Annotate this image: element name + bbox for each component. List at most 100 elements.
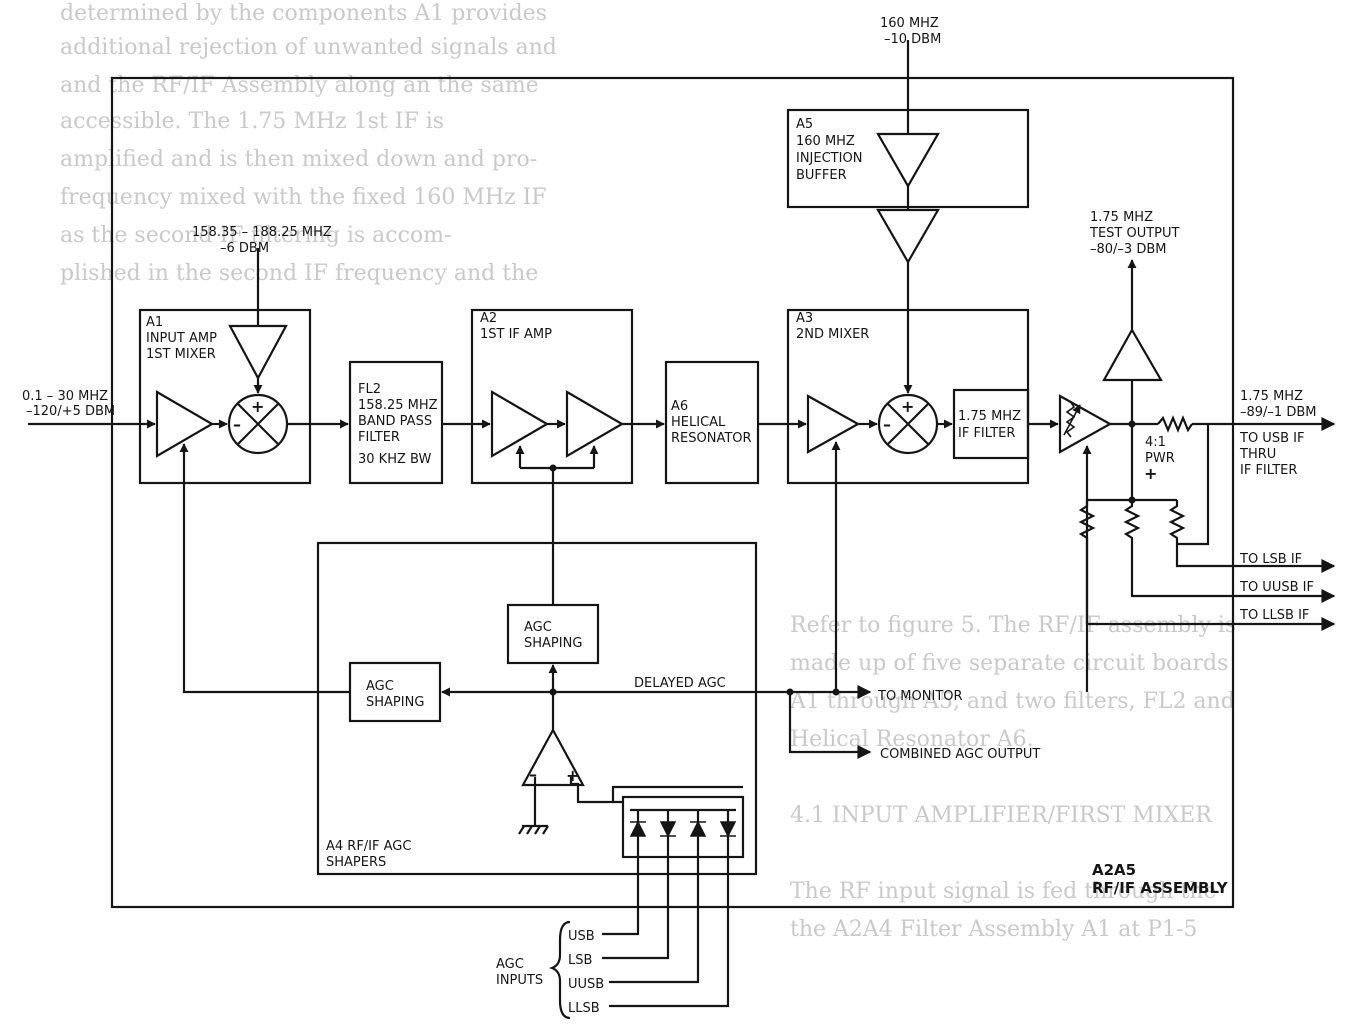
bleed-through-text: determined by the components A1 provides… [60, 1, 1236, 942]
mixer-plus-sign: + [251, 397, 264, 416]
agc-shaping-top-box [506, 603, 600, 665]
assembly-border [110, 76, 1235, 909]
delayed-agc-label: DELAYED AGC [634, 676, 726, 691]
splitter-usb-return [1177, 424, 1210, 546]
mixer-minus-sign: – [233, 415, 241, 434]
rf-input-level-label: –120/+5 DBM [26, 404, 115, 419]
uusb-output-line [1130, 544, 1336, 603]
bg-line: and the RF/IF Assembly along an the same [60, 73, 539, 98]
agc-shaping-left-box [348, 661, 442, 723]
ground-hatch [526, 825, 533, 835]
junction-dot [786, 688, 794, 696]
combined-agc-line [788, 692, 872, 759]
a6-id-label: A6 [671, 399, 688, 414]
a1-id-label: A1 [146, 315, 163, 330]
to-monitor-label: TO MONITOR [877, 689, 963, 704]
agc-inputs-label: INPUTS [496, 973, 543, 988]
fl2-label: 158.25 MHZ [358, 398, 438, 413]
splitter-resistor-2 [1123, 500, 1141, 544]
lo-input-level-label: –6 DBM [220, 241, 269, 256]
combined-agc-label: COMBINED AGC OUTPUT [880, 747, 1040, 762]
ground-hatch [534, 825, 541, 835]
diodes [629, 820, 737, 838]
splitter-resistor-1 [1078, 500, 1096, 544]
junction-dot [1128, 496, 1136, 504]
fl2-label: 30 KHZ BW [358, 452, 431, 467]
junction-dot [832, 688, 840, 696]
a4-title-label: SHAPERS [326, 855, 386, 870]
pwr-ratio-label: 4:1 [1145, 435, 1166, 450]
if-filter-title-label: IF FILTER [958, 426, 1015, 441]
a2-amp2-symbol [565, 390, 625, 458]
a5-title-label: 160 MHZ [796, 134, 855, 149]
agc-controlled-amp-symbol [1058, 394, 1113, 454]
agc-input-lsb-label: LSB [568, 953, 592, 968]
diode-symbol [719, 821, 737, 838]
bg-line: determined by the components A1 provides [60, 1, 547, 26]
bg-line: additional rejection of unwanted signals… [60, 35, 557, 60]
fl2-id-label: FL2 [358, 382, 381, 397]
agc-to-a1-line [179, 443, 350, 694]
to-usb-label: IF FILTER [1240, 463, 1297, 478]
a6-box [664, 360, 760, 485]
a1-input-amp-symbol [155, 390, 215, 458]
agc-input-usb-label: USB [568, 929, 595, 944]
to-usb-label: TO USB IF [1239, 431, 1304, 446]
a2-amp1-symbol [490, 390, 550, 458]
agc-input-llsb-label: LLSB [568, 1001, 600, 1016]
fl2-box [348, 360, 444, 485]
a3-title-label: 2ND MIXER [796, 327, 869, 342]
diode-pack-sum-line [611, 785, 743, 802]
bg-line: the A2A4 Filter Assembly A1 at P1-5 [790, 917, 1197, 942]
a5-title-label: BUFFER [796, 168, 847, 183]
a3-amp-symbol [806, 394, 861, 454]
bg-line: 4.1 INPUT AMPLIFIER/FIRST MIXER [790, 803, 1213, 828]
agc-input-llsb-line [609, 848, 730, 1008]
to-lsb-label: TO LSB IF [1239, 552, 1302, 567]
ground-hatch [518, 825, 525, 835]
bg-line: The RF input signal is fed through the [790, 879, 1216, 904]
a6-title-label: HELICAL [671, 415, 726, 430]
diode-symbol [629, 820, 647, 837]
agc-comparator-symbol [521, 727, 585, 787]
if-filter-freq-label: 1.75 MHZ [958, 409, 1021, 424]
bg-line: as the second IF filtering is accom- [60, 223, 451, 248]
bg-line: Helical Resonator A6. [790, 727, 1034, 752]
junction-dot [549, 464, 557, 472]
test-output-level-label: –80/–3 DBM [1090, 242, 1166, 257]
lo-buffer-amp-symbol [228, 324, 288, 381]
test-output-freq-label: 1.75 MHZ [1090, 210, 1153, 225]
a4-box [316, 541, 758, 876]
a2-id-label: A2 [480, 311, 497, 326]
splitter-resistor-3 [1168, 500, 1186, 544]
bg-line: amplified and is then mixed down and pro… [60, 147, 537, 172]
test-output-amp-symbol [1102, 327, 1163, 382]
mixer-plus-sign: + [901, 397, 914, 416]
to-llsb-label: TO LLSB IF [1239, 608, 1309, 623]
to-uusb-label: TO UUSB IF [1239, 580, 1314, 595]
junction-dot [549, 688, 557, 696]
a1-title-label: INPUT AMP [146, 331, 217, 346]
to-usb-label: THRU [1239, 447, 1276, 462]
junction-dots [549, 420, 1136, 696]
agc-input-usb-line [602, 848, 640, 936]
a5-amp1-symbol [876, 132, 940, 189]
agc-shaping-left-label: SHAPING [366, 695, 424, 710]
if-output-freq-label: 1.75 MHZ [1240, 389, 1303, 404]
splitter-plus-sign: + [1144, 464, 1157, 483]
a3-id-label: A3 [796, 311, 813, 326]
a6-title-label: RESONATOR [671, 431, 752, 446]
mixer-cross [887, 403, 929, 445]
test-output-title-label: TEST OUTPUT [1089, 226, 1180, 241]
a5-title-label: INJECTION [796, 151, 862, 166]
pwr-label: PWR [1145, 451, 1175, 466]
agc-inputs-brace [548, 920, 571, 1020]
a5-id-label: A5 [796, 117, 813, 132]
bg-line: frequency mixed with the fixed 160 MHz I… [60, 185, 547, 210]
variable-attenuator-arrow [1063, 404, 1081, 436]
agc-shaping-top-label: AGC [524, 620, 552, 635]
bg-line: Refer to figure 5. The RF/IF assembly is [790, 613, 1236, 638]
assembly-id-label: A2A5 [1092, 861, 1136, 879]
agc-input-uusb-label: UUSB [568, 977, 604, 992]
